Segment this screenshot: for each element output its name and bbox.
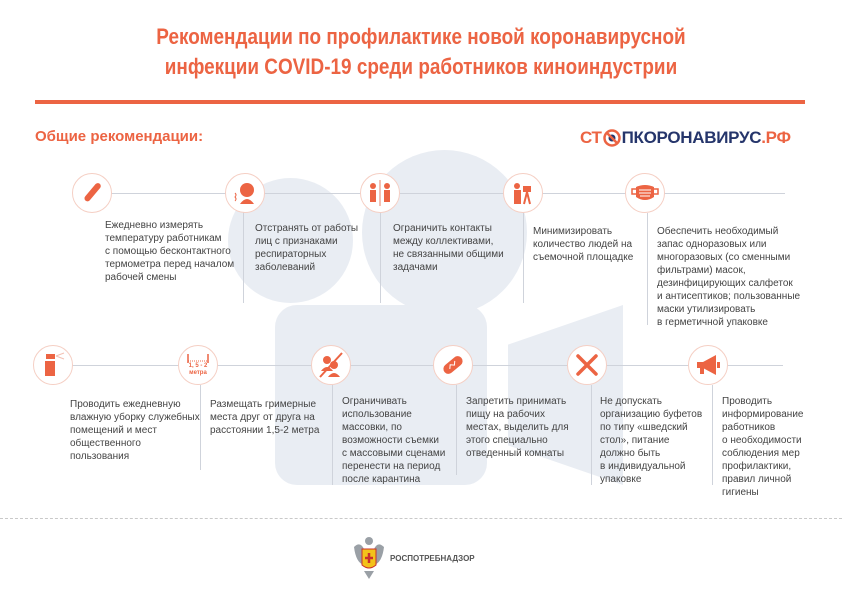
logo-text-2: ПКОРОНАВИРУС xyxy=(621,128,762,147)
logo-text-3: .РФ xyxy=(761,128,791,147)
divider xyxy=(200,385,201,470)
divider xyxy=(380,210,381,303)
stopcoronavirus-logo[interactable]: СТ ПКОРОНАВИРУС .РФ xyxy=(580,128,791,148)
bg-rounded-rect xyxy=(275,305,487,485)
org-name: РОСПОТРЕБНАДЗОР xyxy=(390,554,475,563)
section-subtitle: Общие рекомендации: xyxy=(35,128,204,145)
rospotrebnadzor-emblem-icon xyxy=(352,535,386,586)
distance-icon: 1, 5 - 2 метра xyxy=(178,345,218,385)
divider xyxy=(712,385,713,485)
divider xyxy=(591,385,592,485)
distance-unit: метра xyxy=(189,369,207,376)
footer-divider xyxy=(0,518,842,519)
recommendation-text: Не допускать организацию буфетов по типу… xyxy=(600,396,703,485)
page-title: Рекомендации по профилактике новой корон… xyxy=(59,22,783,82)
distance-label: 1, 5 - 2 xyxy=(188,362,208,369)
divider xyxy=(332,385,333,485)
camera-operator-icon xyxy=(503,173,543,213)
recommendation-text: Проводить информирование работников о не… xyxy=(722,396,804,498)
recommendation-text: Размещать гримерные места друг от друга … xyxy=(210,399,320,436)
coughing-person-icon xyxy=(225,173,265,213)
recommendation-text: Проводить ежедневную влажную уборку служ… xyxy=(70,399,200,462)
recommendation-text: Запретить принимать пищу на рабочих мест… xyxy=(466,396,569,459)
megaphone-icon xyxy=(688,345,728,385)
recommendation-text: Ежедневно измерять температуру работника… xyxy=(105,220,235,283)
timeline-row-2 xyxy=(53,365,783,366)
separated-people-icon xyxy=(360,173,400,213)
virus-stop-icon xyxy=(602,129,621,147)
recommendation-text: Ограничить контакты между коллективами, … xyxy=(393,223,504,273)
no-crowd-icon xyxy=(311,345,351,385)
divider xyxy=(647,213,648,325)
logo-text-1: СТ xyxy=(580,128,602,147)
thermometer-icon xyxy=(72,173,112,213)
recommendation-text: Ограничивать использование массовки, по … xyxy=(342,396,446,485)
recommendation-text: Минимизировать количество людей на съемо… xyxy=(533,226,634,263)
fork-knife-icon xyxy=(567,345,607,385)
title-divider xyxy=(35,100,805,104)
spray-bottle-icon xyxy=(33,345,73,385)
face-mask-icon xyxy=(625,173,665,213)
divider xyxy=(456,385,457,475)
recommendation-text: Отстранять от работы лиц с признаками ре… xyxy=(255,223,359,273)
title-line-1: Рекомендации по профилактике новой корон… xyxy=(156,24,686,49)
hotdog-icon xyxy=(433,345,473,385)
timeline-row-1 xyxy=(92,193,785,194)
title-line-2: инфекции COVID-19 среди работников кинои… xyxy=(164,54,678,79)
divider xyxy=(523,213,524,303)
recommendation-text: Обеспечить необходимый запас одноразовых… xyxy=(657,226,801,328)
divider xyxy=(243,210,244,303)
